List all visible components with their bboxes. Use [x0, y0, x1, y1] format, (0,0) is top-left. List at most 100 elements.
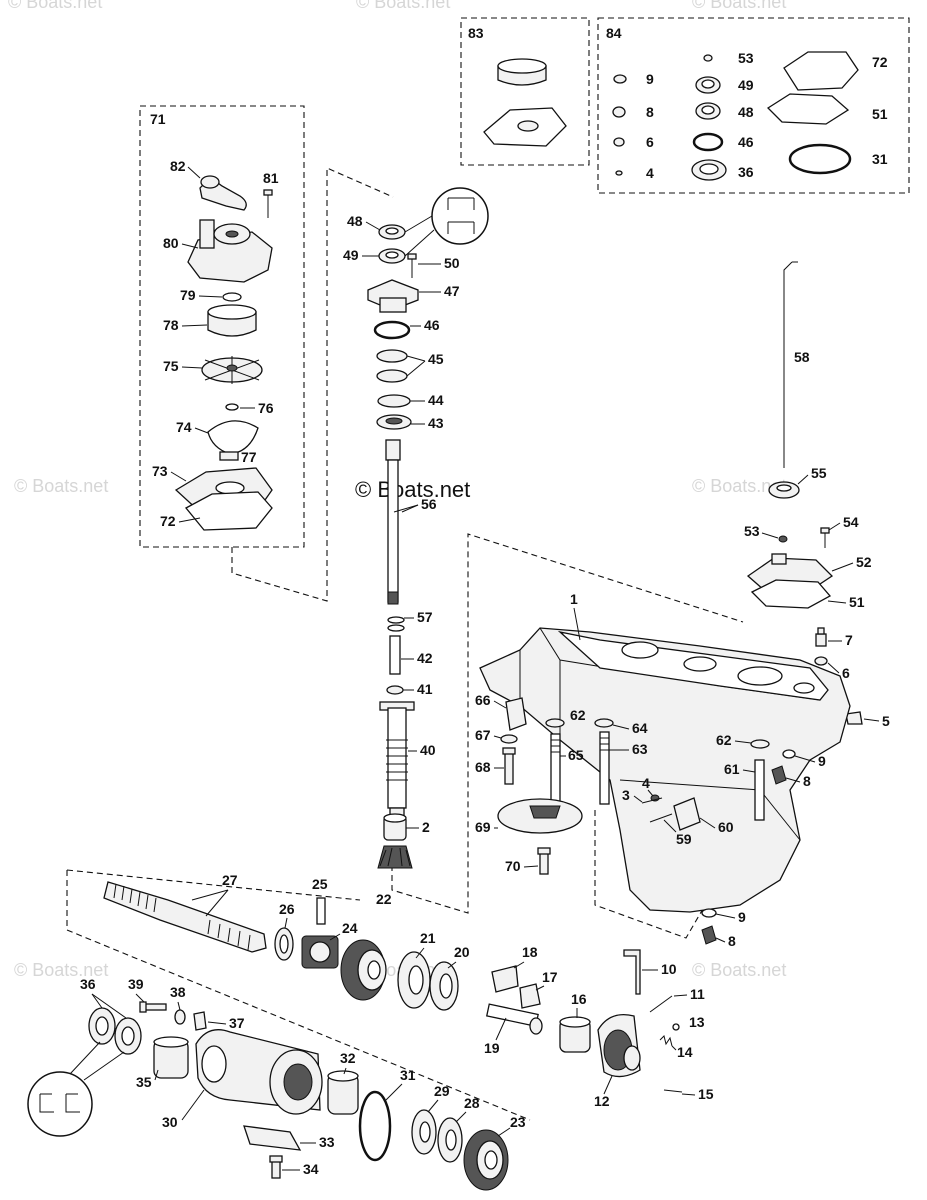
callout-48: 48 — [347, 213, 363, 229]
part-23-reverse-gear — [463, 1129, 509, 1191]
dashed-leader-water-pump — [231, 167, 394, 602]
callout-43: 43 — [428, 415, 444, 431]
part-51-gasket — [750, 579, 832, 609]
part-31-o-ring — [358, 1090, 392, 1162]
part-36-seal — [114, 1017, 142, 1055]
part-77-seal — [219, 451, 239, 461]
part-5-fitting — [845, 711, 863, 725]
callout-1: 1 — [570, 591, 578, 607]
part-49-bearing — [378, 248, 406, 264]
part-9-washer — [613, 74, 627, 84]
callout-58: 58 — [794, 349, 810, 365]
callout-31: 31 — [872, 151, 888, 167]
part-6-washer — [613, 137, 625, 147]
seal-detail-inset — [27, 1041, 125, 1137]
callout-38: 38 — [170, 984, 186, 1000]
part-60-trim-tab — [673, 797, 701, 831]
part-14-spring — [659, 1035, 673, 1047]
callout-76: 76 — [258, 400, 274, 416]
part-46-o-ring — [373, 320, 411, 340]
part-41-washer — [386, 685, 404, 695]
part-74-seal — [207, 420, 259, 455]
part-25-pin — [316, 897, 326, 925]
callout-19: 19 — [484, 1040, 500, 1056]
callout-5: 5 — [882, 713, 890, 729]
callout-81: 81 — [263, 170, 279, 186]
part-1-gearcase-housing — [479, 627, 851, 913]
part-44-thrust-washer — [377, 394, 411, 408]
callout-13: 13 — [689, 1014, 705, 1030]
callout-4: 4 — [642, 775, 650, 791]
part-62-washer — [750, 739, 770, 749]
part-29-thrust-washer — [411, 1109, 437, 1155]
part-59-screw — [649, 813, 673, 823]
group-box-84 — [597, 17, 910, 194]
callout-23: 23 — [510, 1114, 526, 1130]
callout-36: 36 — [80, 976, 96, 992]
part-9-washer — [782, 749, 796, 759]
callout-67: 67 — [475, 727, 491, 743]
callout-78: 78 — [163, 317, 179, 333]
part-13-ball — [672, 1023, 680, 1031]
callout-48: 48 — [738, 104, 754, 120]
callout-30: 30 — [162, 1114, 178, 1130]
callout-65: 65 — [568, 747, 584, 763]
part-64-washer — [594, 718, 614, 728]
part-8-plug — [771, 765, 787, 785]
part-19-shift-shaft — [485, 1003, 543, 1035]
part-9-washer — [701, 908, 717, 918]
part-67-washer — [500, 734, 518, 744]
part-65-stud — [550, 733, 561, 807]
part-81-screw — [263, 189, 273, 218]
callout-47: 47 — [444, 283, 460, 299]
callout-28: 28 — [464, 1095, 480, 1111]
part-80-pump-housing — [187, 219, 273, 283]
part-36-seal — [691, 159, 727, 181]
callout-51: 51 — [849, 594, 865, 610]
part-36-seal — [88, 1007, 116, 1045]
callout-77: 77 — [241, 449, 257, 465]
callout-37: 37 — [229, 1015, 245, 1031]
callout-49: 49 — [343, 247, 359, 263]
callout-57: 57 — [417, 609, 433, 625]
part-62-washer — [545, 718, 565, 728]
part-48-bearing — [378, 224, 406, 240]
callout-20: 20 — [454, 944, 470, 960]
group-label-71: 71 — [150, 111, 166, 127]
part-24-clutch-dog — [301, 935, 339, 969]
callout-6: 6 — [646, 134, 654, 150]
callout-56: 56 — [421, 496, 437, 512]
part-10-shift-rod — [623, 949, 641, 995]
callout-39: 39 — [128, 976, 144, 992]
callout-42: 42 — [417, 650, 433, 666]
part-22-pinion-gear — [377, 845, 413, 869]
callout-2: 2 — [422, 819, 430, 835]
part-15-pin — [663, 1089, 683, 1093]
callout-14: 14 — [677, 1044, 693, 1060]
callout-27: 27 — [222, 872, 238, 888]
part-34-screw — [269, 1155, 283, 1179]
part-50-screw — [407, 253, 417, 278]
part-57-retaining-ring — [387, 616, 405, 624]
callout-40: 40 — [420, 742, 436, 758]
callout-34: 34 — [303, 1161, 319, 1177]
part-48-bearing — [695, 102, 721, 120]
center-watermark: © Boats.net — [355, 477, 470, 502]
part-12-bearing-housing — [597, 1013, 641, 1078]
group-box-83 — [460, 17, 590, 166]
watermark-text: © Boats.net — [692, 960, 786, 980]
callout-7: 7 — [845, 632, 853, 648]
part-18-shift-lever — [491, 965, 519, 993]
callout-51: 51 — [872, 106, 888, 122]
part-20-shim — [429, 961, 459, 1011]
callout-9: 9 — [818, 753, 826, 769]
part-47-bearing-housing — [367, 279, 419, 313]
group-label-83: 83 — [468, 25, 484, 41]
callout-50: 50 — [444, 255, 460, 271]
callout-15: 15 — [698, 1086, 714, 1102]
callout-62: 62 — [716, 732, 732, 748]
part-27-propeller-shaft — [103, 881, 267, 953]
part-3-screw — [641, 797, 663, 804]
callout-21: 21 — [420, 930, 436, 946]
callout-74: 74 — [176, 419, 192, 435]
